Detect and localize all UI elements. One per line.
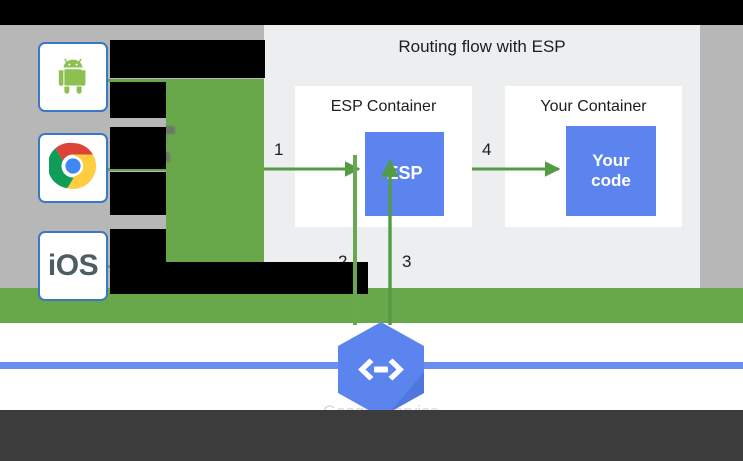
esp-node-label: ESP [386, 163, 423, 184]
flow-step-number-1: 1 [274, 140, 284, 159]
your-container-box: Your Container Your code [505, 86, 682, 227]
redaction-block-top [110, 40, 265, 78]
redaction-block-bottom [110, 262, 268, 294]
your-container-label: Your Container [540, 98, 647, 115]
ios-icon: iOS [47, 249, 99, 282]
routing-flow-diagram: Routing flow with ESP ESP Container ESP … [264, 25, 700, 288]
top-black-bar [0, 0, 743, 25]
android-icon [50, 52, 96, 103]
your-code-node[interactable]: Your code [566, 126, 656, 216]
redaction-block-bottom-left [110, 229, 166, 262]
esp-container-box: ESP Container ESP [295, 86, 472, 227]
client-device-android[interactable] [38, 42, 108, 112]
redaction-block-mid-left [110, 127, 166, 169]
bottom-dark-overlay [0, 410, 743, 461]
endpoints-service-node[interactable] [338, 322, 424, 417]
client-device-chrome[interactable] [38, 133, 108, 203]
redaction-sliver-b [110, 215, 166, 229]
endpoints-hexagon-icon [338, 322, 424, 417]
diagram-title: Routing flow with ESP [398, 37, 566, 56]
client-group-block [166, 80, 264, 262]
your-code-node-label: Your code [591, 150, 631, 190]
flow-step-number-3: 3 [402, 252, 412, 271]
page-background-right [700, 25, 743, 288]
esp-node[interactable]: ESP [365, 132, 444, 216]
esp-container-label: ESP Container [330, 98, 437, 115]
flow-step-number-4: 4 [482, 140, 492, 159]
redaction-block-upper-left [110, 82, 166, 118]
redaction-block-lower-band [264, 262, 368, 294]
redaction-sliver-a [110, 118, 166, 127]
redaction-block-lower-left [110, 172, 166, 215]
flow-step-number-2: 2 [338, 252, 347, 272]
client-device-ios[interactable]: iOS [38, 231, 108, 301]
chrome-icon [47, 142, 97, 195]
